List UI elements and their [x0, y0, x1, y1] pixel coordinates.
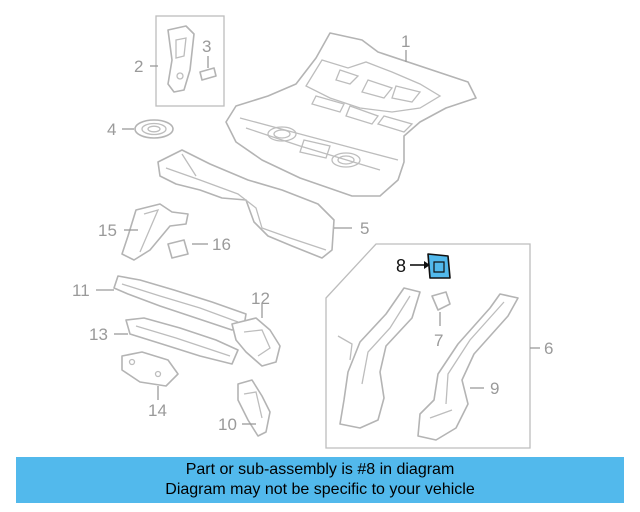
callout-2: 2: [134, 57, 143, 76]
part-7-bracket: [431, 291, 451, 311]
part-2-frame: [155, 15, 225, 107]
part-13-reinforcement: [125, 317, 239, 365]
callout-10: 10: [218, 415, 237, 434]
callout-3: 3: [202, 37, 211, 56]
banner-line-1: Part or sub-assembly is #8 in diagram: [185, 461, 455, 478]
info-banner: Part or sub-assembly is #8 in diagram Di…: [16, 457, 624, 503]
part-9-pillar: [417, 293, 519, 441]
part-2-bracket: [167, 25, 195, 93]
callout-15: 15: [98, 221, 117, 240]
part-6-group-frame: [325, 243, 531, 449]
banner-line-2: Diagram may not be specific to your vehi…: [165, 481, 475, 498]
part-10-bracket: [237, 379, 271, 437]
callout-13: 13: [89, 325, 108, 344]
callout-4: 4: [107, 120, 116, 139]
leader-arrow-8: [424, 261, 430, 269]
callout-9: 9: [490, 379, 499, 398]
callout-7: 7: [434, 331, 443, 350]
callout-8: 8: [396, 256, 406, 276]
part-4-plug: [134, 119, 174, 139]
part-8-highlighted[interactable]: [427, 253, 451, 279]
part-15-bracket: [121, 203, 189, 261]
callout-12: 12: [251, 289, 270, 308]
callout-11: 11: [72, 281, 90, 300]
callout-1: 1: [401, 32, 410, 51]
callout-16: 16: [212, 235, 231, 254]
part-3-clip: [199, 67, 217, 81]
part-1-floor-pan: [225, 32, 477, 197]
part-14-plate: [121, 351, 179, 387]
part-6-pillar: [337, 287, 421, 429]
callout-6: 6: [544, 339, 553, 358]
callout-5: 5: [360, 219, 369, 238]
part-16-clip: [167, 239, 189, 259]
parts-diagram: 1 2 3 4 5 15 16 11: [72, 15, 553, 449]
callout-14: 14: [148, 401, 167, 420]
part-5-cross-member: [157, 149, 335, 259]
part-12-bracket: [231, 317, 281, 367]
